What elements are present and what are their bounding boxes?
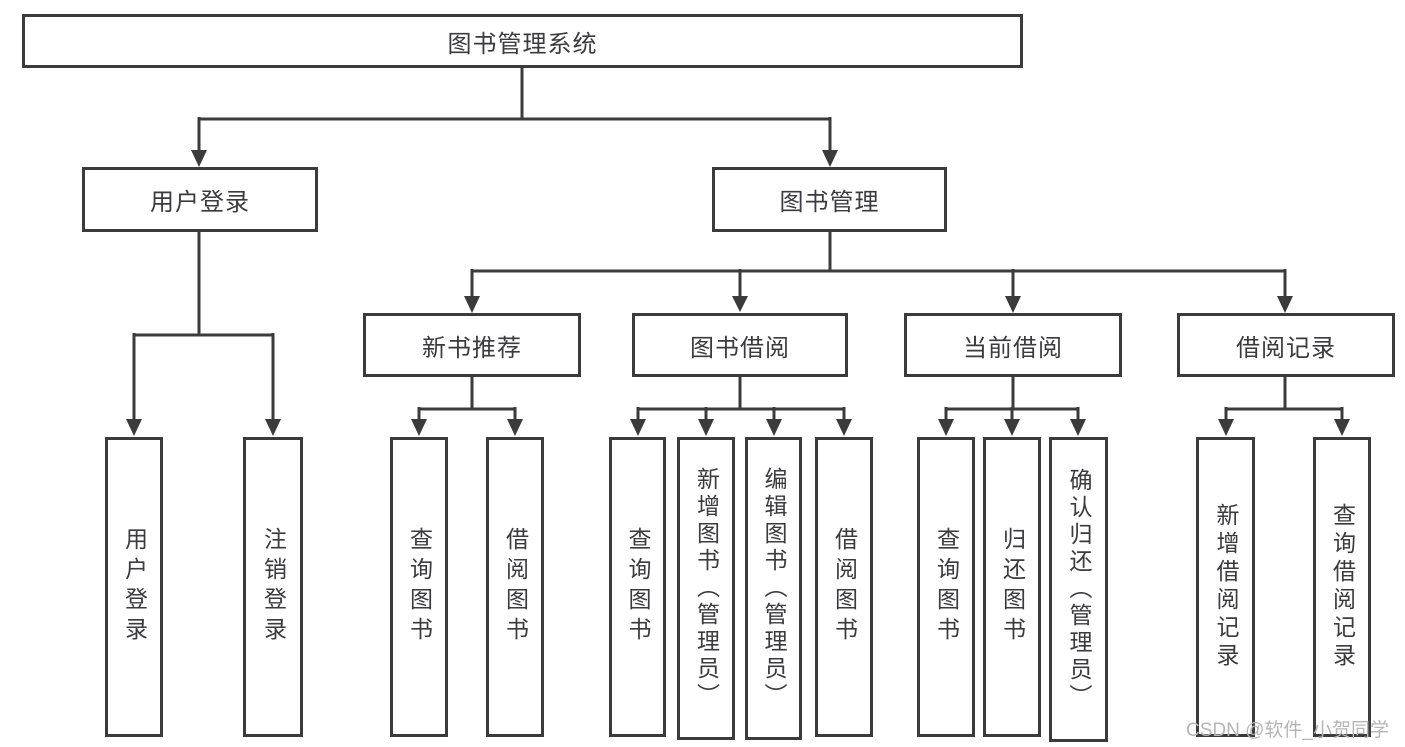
leaf-logout: 注销登录 — [243, 437, 303, 737]
leaf-edit-books-admin: 编辑图书（管理员） — [745, 437, 802, 740]
node-book-management: 图书管理 — [712, 167, 947, 232]
node-borrowing-records: 借阅记录 — [1177, 313, 1395, 377]
node-current-borrowing: 当前借阅 — [904, 313, 1122, 377]
leaf-confirm-return-admin: 确认归还（管理员） — [1049, 437, 1108, 742]
leaf-return-books: 归还图书 — [983, 437, 1041, 737]
leaf-query-books-current: 查询图书 — [917, 437, 975, 737]
leaf-borrow-books: 借阅图书 — [815, 437, 873, 737]
node-user-login: 用户登录 — [82, 167, 318, 232]
leaf-query-books-recommendation: 查询图书 — [390, 437, 448, 737]
leaf-query-borrow-record: 查询借阅记录 — [1313, 437, 1371, 737]
leaf-add-books-admin: 新增图书（管理员） — [677, 437, 735, 740]
node-new-book-recommendation: 新书推荐 — [363, 313, 581, 377]
node-book-borrowing: 图书借阅 — [632, 313, 848, 377]
leaf-user-login: 用户登录 — [105, 437, 163, 737]
csdn-watermark: CSDN @软件_小贺同学 — [1186, 720, 1389, 741]
leaf-query-books-borrowing: 查询图书 — [609, 437, 666, 737]
leaf-add-borrow-record: 新增借阅记录 — [1196, 437, 1255, 737]
leaf-borrow-books-recommendation: 借阅图书 — [486, 437, 544, 737]
node-root-library-management-system: 图书管理系统 — [22, 14, 1023, 68]
